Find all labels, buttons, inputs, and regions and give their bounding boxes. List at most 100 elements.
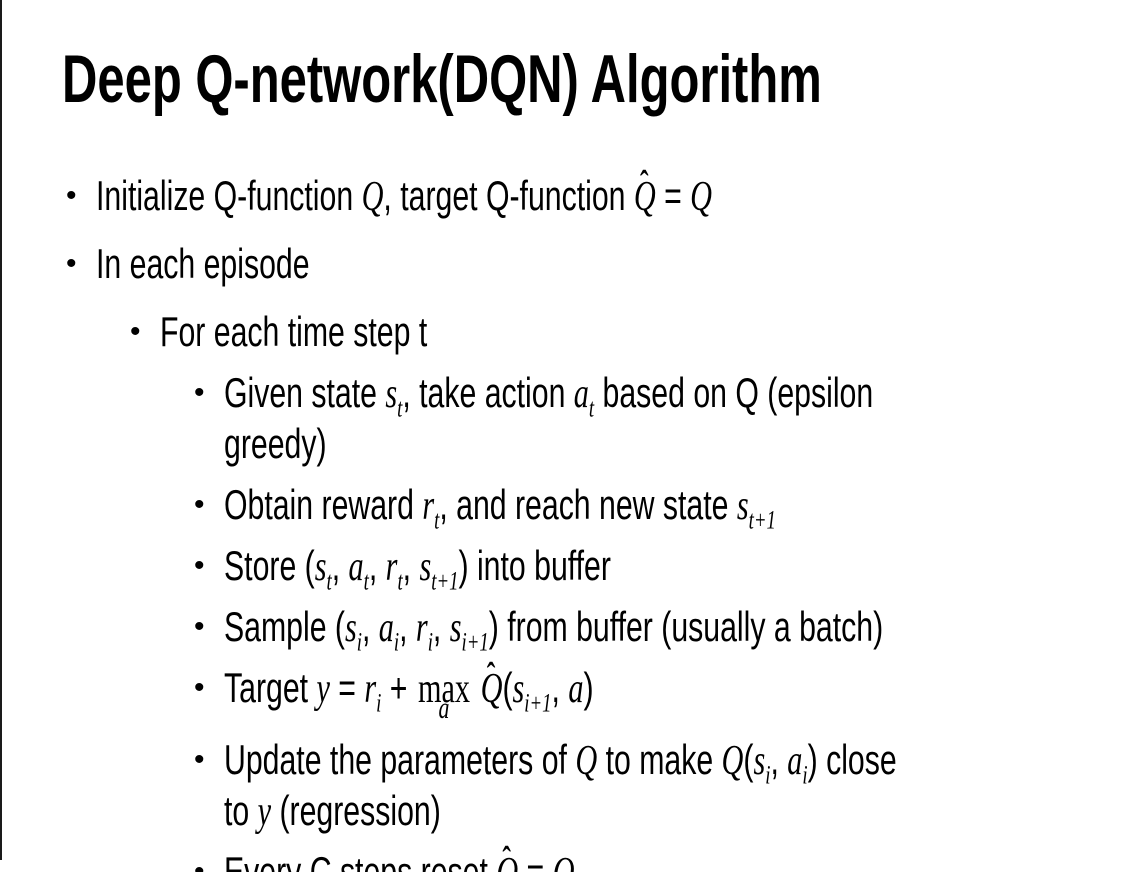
math-symbol: a	[787, 738, 803, 784]
list-item: • Obtain reward rt, and reach new state s…	[0, 480, 1124, 540]
math-subscript: t	[363, 566, 369, 596]
text-segment: to make	[597, 736, 722, 783]
math-segment: si+1	[512, 666, 552, 716]
max-under-variable: a	[438, 691, 450, 726]
math-segment: a	[568, 666, 584, 712]
text-segment: ,	[551, 664, 569, 711]
math-subscript: i	[802, 760, 808, 790]
bullet-marker: •	[194, 855, 205, 872]
text-segment: Obtain reward	[224, 481, 423, 528]
text-segment: +	[381, 664, 416, 711]
bullet-marker: •	[130, 315, 141, 348]
hat-accent: ˆ	[486, 654, 496, 695]
math-subscript: t	[326, 566, 332, 596]
math-symbol: s	[419, 544, 432, 590]
hat-accent: ˆ	[502, 838, 511, 872]
math-symbol: s	[512, 666, 525, 712]
math-segment: rt	[385, 544, 403, 594]
math-segment: ri	[364, 666, 381, 716]
bullet-marker: •	[194, 488, 205, 521]
text-segment: For each time step t	[160, 308, 428, 355]
math-subscript: t+1	[748, 505, 776, 535]
math-symbol: s	[753, 738, 766, 784]
list-item: •Given state st, take action at based on…	[0, 368, 1124, 479]
bullet-list: • Initialize Q-function Q, target Q-funct…	[0, 163, 1124, 872]
list-item: •In each episode	[0, 239, 1124, 299]
line-text: Store (st, at, rt, st+1) into buffer	[224, 541, 611, 596]
math-subscript: t	[397, 393, 403, 423]
math-symbol: r	[422, 483, 435, 529]
text-segment: Update the parameters of	[224, 736, 576, 783]
text-segment: based on Q (epsilon	[594, 369, 874, 416]
math-subscript: i+1	[461, 627, 489, 657]
math-segment: st+1	[737, 483, 776, 533]
math-segment: Q	[361, 174, 384, 220]
math-subscript: i	[765, 760, 771, 790]
bullet-marker: •	[194, 376, 205, 409]
math-segment: y	[316, 666, 330, 712]
bullet-marker: •	[194, 549, 205, 582]
math-symbol: r	[364, 666, 377, 712]
text-segment: ,	[402, 542, 420, 589]
math-symbol: a	[348, 544, 364, 590]
text-segment: )	[583, 664, 594, 711]
math-segment: ri	[416, 605, 433, 655]
text-segment	[472, 664, 480, 711]
text-segment: (regression)	[271, 787, 441, 834]
list-item: •Update the parameters of Q to make Q(si…	[0, 735, 1124, 846]
text-segment: greedy)	[224, 420, 327, 467]
math-symbol: s	[314, 544, 327, 590]
line-text: Sample (si, ai, ri, si+1) from buffer (u…	[224, 602, 884, 655]
line-text: In each episode	[96, 239, 310, 289]
math-segment: si	[345, 605, 362, 655]
text-segment: , take action	[402, 369, 574, 416]
math-symbol: r	[385, 544, 398, 590]
math-symbol: a	[378, 605, 394, 651]
text-segment: Initialize Q-function	[96, 172, 362, 219]
bullet-marker: •	[194, 610, 205, 643]
math-segment: ai	[378, 605, 399, 655]
text-segment: =	[329, 664, 365, 711]
math-symbol: s	[449, 605, 462, 651]
line-text: Every C steps reset ˆQ = Q	[224, 839, 574, 872]
math-subscript: i	[427, 627, 433, 657]
math-segment: si+1	[449, 605, 489, 655]
math-symbol: a	[573, 371, 589, 417]
bullet-marker: •	[66, 179, 77, 212]
math-subscript: i+1	[524, 688, 552, 718]
text-segment: Sample (	[224, 603, 346, 650]
hat-accent: ˆ	[640, 162, 649, 203]
math-symbol: s	[385, 371, 398, 417]
slide-title: Deep Q-network(DQN) Algorithm	[62, 44, 1124, 133]
slide-title-text: Deep Q-network(DQN) Algorithm	[62, 41, 822, 117]
list-item: • Every C steps reset ˆQ = Q	[0, 839, 1124, 872]
text-segment: (	[502, 664, 513, 711]
math-subscript: t	[434, 505, 440, 535]
math-segment: ai	[787, 738, 807, 788]
math-symbol: s	[345, 605, 357, 651]
text-segment: ,	[361, 603, 379, 650]
math-segment: at	[573, 371, 594, 421]
math-subscript: i	[356, 627, 362, 657]
text-segment: ) from buffer (usually a batch)	[488, 603, 884, 650]
line-text: Obtain reward rt, and reach new state st…	[224, 480, 776, 533]
math-symbol: Q	[480, 666, 503, 712]
line-text: Initialize Q-function Q, target Q-functi…	[96, 163, 712, 222]
line-text: Given state st, take action at based on …	[224, 368, 873, 469]
math-segment: si	[753, 738, 770, 788]
bullet-marker: •	[194, 671, 205, 704]
math-segment: rt	[422, 483, 439, 533]
text-segment: ) into buffer	[458, 542, 611, 589]
list-item: • For each time step t	[0, 307, 1124, 367]
math-segment: st	[385, 371, 402, 421]
text-segment: to	[224, 787, 258, 834]
text-segment: Every C steps reset	[224, 848, 497, 872]
text-segment: ,	[770, 736, 788, 783]
math-subscript: i	[393, 627, 400, 657]
line-text: Update the parameters of Q to make Q(si,…	[224, 735, 897, 837]
text-segment: ,	[368, 542, 386, 589]
